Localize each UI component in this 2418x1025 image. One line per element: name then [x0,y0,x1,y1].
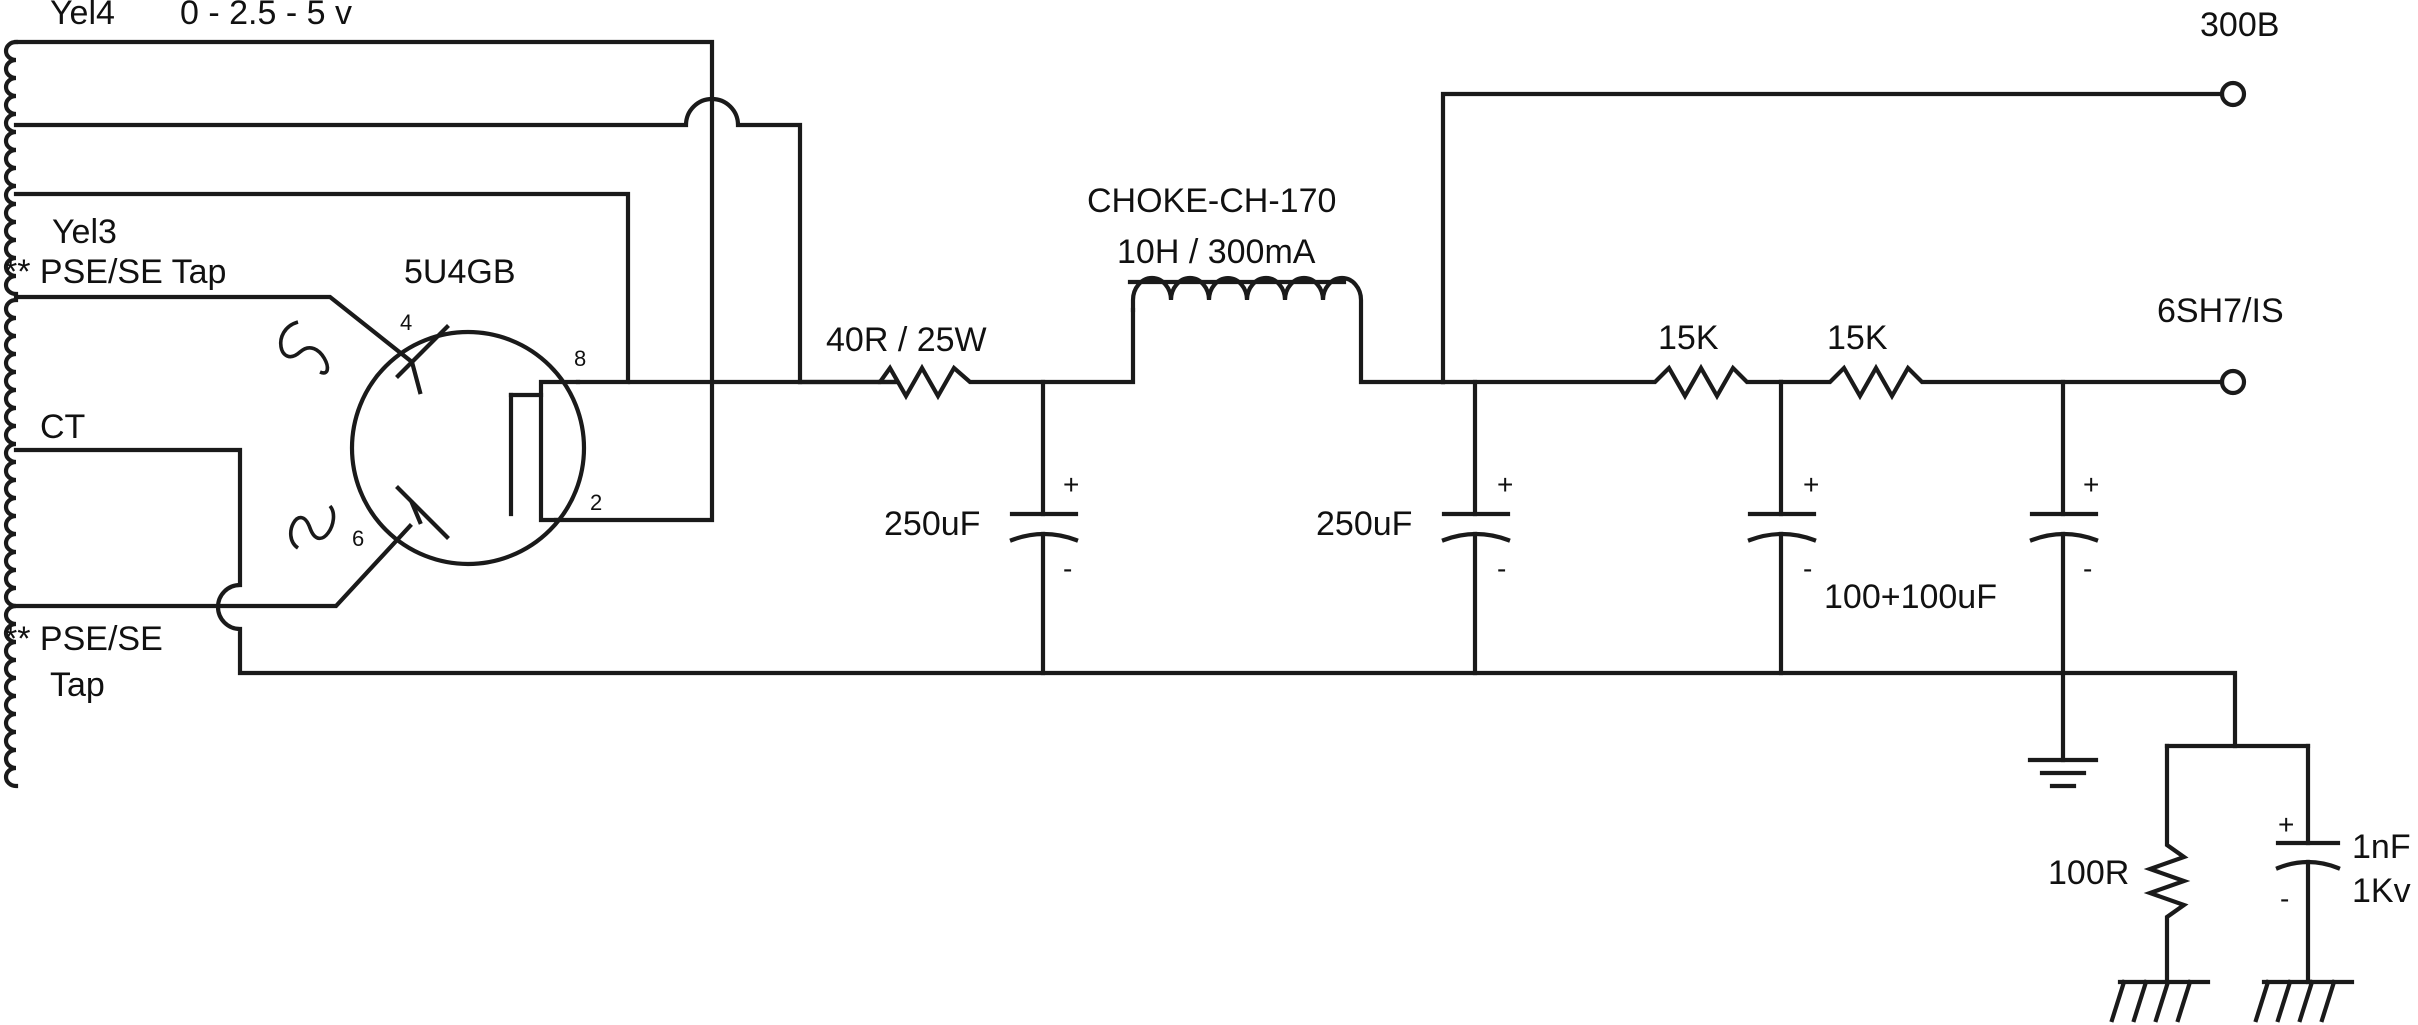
ground-lift-network [2143,743,2341,985]
label-cap2: 250uF [1316,505,1412,543]
main-rail [627,91,2225,401]
label-300b: 300B [2200,6,2279,44]
ac-symbol-top [279,320,330,375]
cap3-plus: + [1803,469,1819,500]
label-15k-2: 15K [1827,319,1888,357]
cap2-plus: + [1497,469,1513,500]
label-yel3: Yel3 [52,213,117,251]
cap4-plus: + [2083,469,2099,500]
label-100r: 100R [2048,854,2129,892]
cap3-minus: - [1803,553,1812,584]
label-1kv: 1Kv [2352,872,2411,910]
ground-symbol [2027,757,2099,789]
cap1-minus: - [1063,553,1072,584]
label-cap-dual: 100+100uF [1824,578,1997,616]
label-pse-se-bottom-1: ** PSE/SE [4,620,163,658]
label-1nf: 1nF [2352,828,2411,866]
pin6-label: 6 [352,526,364,551]
label-pse-se-tap-top: ** PSE/SE Tap [4,253,226,291]
label-15k-1: 15K [1658,319,1719,357]
label-choke-spec: 10H / 300mA [1117,233,1316,271]
cap-1nf-plus: + [2278,809,2294,840]
label-pse-se-bottom-2: Tap [50,666,105,704]
terminal-6sh7 [2219,368,2247,396]
label-40r: 40R / 25W [826,321,987,359]
hv-winding [3,297,19,789]
capacitor-2 [1441,379,1511,676]
capacitor-4 [2029,379,2099,763]
heater-winding [3,39,19,297]
label-heater-voltage: 0 - 2.5 - 5 v [180,0,352,32]
chassis-ground-right [2253,979,2355,1023]
cap2-minus: - [1497,553,1506,584]
label-choke-name: CHOKE-CH-170 [1087,182,1336,220]
label-cap1: 250uF [884,505,980,543]
cap4-minus: - [2083,553,2092,584]
pin8-label: 8 [574,346,586,371]
pin4-label: 4 [400,310,412,335]
capacitor-3 [1747,379,1817,676]
cap1-plus: + [1063,469,1079,500]
pin2-label: 2 [590,490,602,515]
label-6sh7: 6SH7/IS [2157,292,2284,330]
heater-wiring [13,39,898,523]
label-rectifier: 5U4GB [404,253,516,291]
rectifier-tube: 4 6 8 2 [349,310,602,567]
label-yel4: Yel4 [50,0,115,32]
chassis-ground-left [2109,979,2211,1023]
terminal-300b [2219,80,2247,108]
label-ct: CT [40,408,85,446]
cap-1nf-minus: - [2280,883,2289,914]
hv-wiring [13,294,2238,749]
capacitor-1 [1009,379,1079,676]
ac-symbol-bottom [288,504,336,550]
